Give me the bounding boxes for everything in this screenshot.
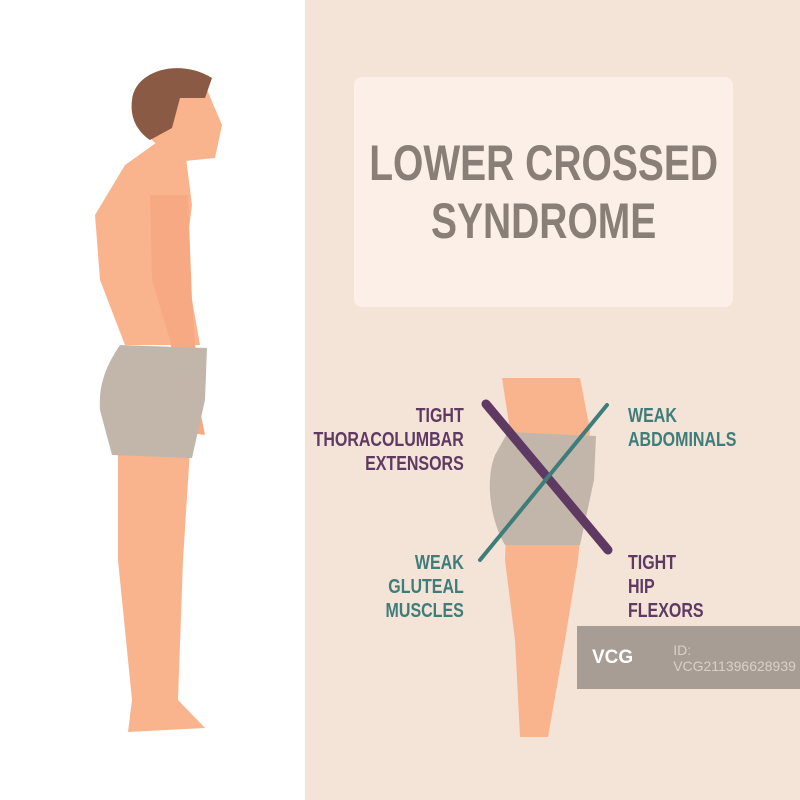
- label-line: WEAK: [628, 405, 677, 427]
- man-hair-icon: [131, 68, 212, 140]
- standing-man-figure: [95, 68, 222, 732]
- title-box: LOWER CROSSED SYNDROME: [354, 77, 733, 307]
- label-line: EXTENSORS: [365, 453, 464, 475]
- label-line: TIGHT: [415, 405, 464, 427]
- title-line-1: LOWER CROSSED: [369, 135, 718, 191]
- label-line: MUSCLES: [385, 600, 464, 622]
- label-line: GLUTEAL: [388, 576, 464, 598]
- label-line: THORACOLUMBAR: [313, 429, 464, 451]
- watermark-logo: VCG: [592, 646, 634, 668]
- hip-closeup-figure: [478, 378, 613, 737]
- watermark-id: ID: VCG211396628939: [673, 641, 796, 674]
- label-weak-abdominals: WEAK ABDOMINALS: [628, 404, 736, 452]
- label-line: HIP: [628, 576, 655, 598]
- man-shorts: [99, 345, 207, 458]
- label-weak-gluteal-muscles: WEAK GLUTEAL MUSCLES: [386, 551, 464, 623]
- label-line: ABDOMINALS: [628, 429, 737, 451]
- label-tight-hip-flexors: TIGHT HIP FLEXORS: [628, 551, 704, 623]
- man-leg: [118, 450, 205, 732]
- label-line: TIGHT: [628, 552, 676, 574]
- label-line: FLEXORS: [628, 600, 704, 622]
- page-title: LOWER CROSSED SYNDROME: [369, 134, 718, 250]
- weak-muscles-line: [478, 403, 609, 562]
- label-line: WEAK: [415, 552, 464, 574]
- label-tight-thoracolumbar-extensors: TIGHT THORACOLUMBAR EXTENSORS: [314, 404, 464, 476]
- title-line-2: SYNDROME: [430, 193, 657, 249]
- watermark: VCG ID: VCG211396628939: [577, 626, 800, 689]
